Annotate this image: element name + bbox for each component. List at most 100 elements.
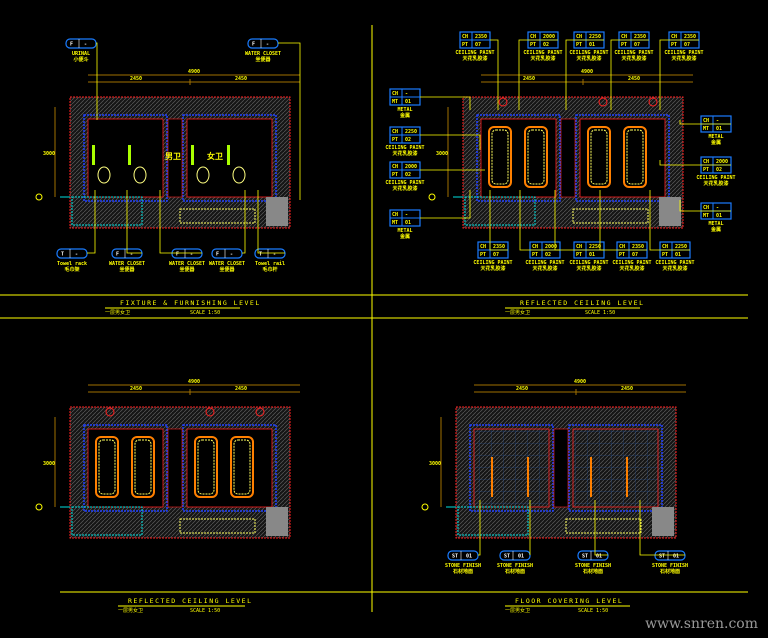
leader-line bbox=[599, 190, 647, 251]
tag-cell: 02 bbox=[545, 252, 551, 258]
tag-label: CEILING PAINT bbox=[473, 260, 512, 266]
tag-box bbox=[56, 248, 88, 259]
tag-cell: PT bbox=[530, 42, 536, 48]
tag-cell: 2350 bbox=[475, 34, 487, 40]
title: FIXTURE & FURNISHING LEVEL bbox=[120, 299, 261, 307]
tag-label: CEILING PAINT bbox=[664, 50, 703, 56]
tag-cell: 01 bbox=[405, 220, 411, 226]
tag-cell: 2350 bbox=[684, 34, 696, 40]
tag-cell: 01 bbox=[716, 126, 722, 132]
tag-cell: PT bbox=[662, 252, 668, 258]
tag-value: 01 bbox=[673, 554, 679, 560]
tag-label: URINAL bbox=[72, 51, 90, 57]
scale: SCALE 1:50 bbox=[190, 608, 220, 614]
wall-insulation bbox=[182, 424, 277, 512]
tag-label-cn: 坐便器 bbox=[255, 56, 271, 63]
tag-cell: PT bbox=[621, 42, 627, 48]
subtitle: 一层男女卫 bbox=[105, 309, 130, 316]
light-strip bbox=[197, 439, 215, 495]
tag-label-cn: 坐便器 bbox=[219, 266, 235, 273]
downlight bbox=[255, 407, 265, 417]
tag-value: - bbox=[273, 252, 276, 258]
dim-text: 4900 bbox=[188, 69, 200, 75]
elevation-marker bbox=[421, 503, 429, 511]
cyan-zone bbox=[457, 506, 529, 536]
tag-cell: CH bbox=[480, 244, 486, 250]
tag-label: WATER CLOSET bbox=[109, 261, 145, 267]
downlight bbox=[105, 407, 115, 417]
tag-label-cn: 金属 bbox=[710, 139, 721, 146]
tag-value: - bbox=[190, 252, 193, 258]
corridor bbox=[560, 118, 576, 198]
tag-code: ST bbox=[659, 554, 665, 560]
scale: SCALE 1:50 bbox=[578, 608, 608, 614]
leader-line bbox=[96, 42, 98, 120]
dim-text: 4900 bbox=[188, 379, 200, 385]
tag-box bbox=[65, 38, 97, 49]
tag-label-cn: 天花乳胶漆 bbox=[532, 265, 557, 272]
leader-line bbox=[659, 160, 731, 166]
tag-label-cn: 金属 bbox=[710, 226, 721, 233]
tag-cell: 01 bbox=[716, 213, 722, 219]
tag-code: F bbox=[252, 42, 255, 48]
dim-text: 2450 bbox=[130, 386, 142, 392]
ceiling-light-cove bbox=[95, 436, 119, 498]
column bbox=[652, 507, 674, 536]
tag-value: - bbox=[130, 252, 133, 258]
tag-label-cn: 毛巾架 bbox=[64, 266, 79, 273]
tag-box bbox=[211, 248, 243, 259]
leader-line bbox=[554, 190, 604, 251]
tag-label-cn: 天花乳胶漆 bbox=[392, 185, 417, 192]
leader-line bbox=[659, 39, 699, 110]
tag-label: CEILING PAINT bbox=[614, 50, 653, 56]
tag-cell: CH bbox=[392, 129, 398, 135]
tag-cell: - bbox=[716, 118, 719, 124]
tag-box bbox=[499, 550, 531, 561]
tag-label: STONE FINISH bbox=[575, 563, 611, 569]
tag-label: CEILING PAINT bbox=[455, 50, 494, 56]
tag-cell: CH bbox=[462, 34, 468, 40]
tag-cell: 01 bbox=[589, 42, 595, 48]
tag-label-cn: 坐便器 bbox=[179, 266, 195, 273]
tag-cell: CH bbox=[532, 244, 538, 250]
leader-line bbox=[242, 190, 246, 254]
tag-box bbox=[254, 248, 286, 259]
light-strip bbox=[98, 439, 116, 495]
tag-label: CEILING PAINT bbox=[696, 175, 735, 181]
tag-code: F bbox=[70, 42, 73, 48]
tag-box bbox=[447, 550, 479, 561]
tag-label: WATER CLOSET bbox=[245, 51, 281, 57]
leader-line bbox=[420, 96, 471, 110]
tag-code: F bbox=[216, 252, 219, 258]
dim-text: 2450 bbox=[235, 76, 247, 82]
dim-text: 4900 bbox=[574, 379, 586, 385]
stall-door bbox=[227, 145, 230, 165]
tag-label: CEILING PAINT bbox=[655, 260, 694, 266]
stall-door bbox=[191, 145, 194, 165]
leader-line bbox=[278, 42, 301, 200]
tag-label-cn: 坐便器 bbox=[119, 266, 135, 273]
tag-cell: MT bbox=[703, 213, 709, 219]
vanity-outline bbox=[179, 518, 256, 534]
tag-cell: CH bbox=[703, 118, 709, 124]
tag-code: T bbox=[61, 252, 64, 258]
wall-insulation bbox=[182, 114, 277, 202]
tag-label-cn: 石材地面 bbox=[504, 568, 525, 575]
dim-text: 2450 bbox=[621, 386, 633, 392]
tag-cell: PT bbox=[576, 42, 582, 48]
leader-line bbox=[679, 120, 731, 125]
tag-label: METAL bbox=[708, 134, 723, 140]
leader-line bbox=[610, 39, 649, 110]
